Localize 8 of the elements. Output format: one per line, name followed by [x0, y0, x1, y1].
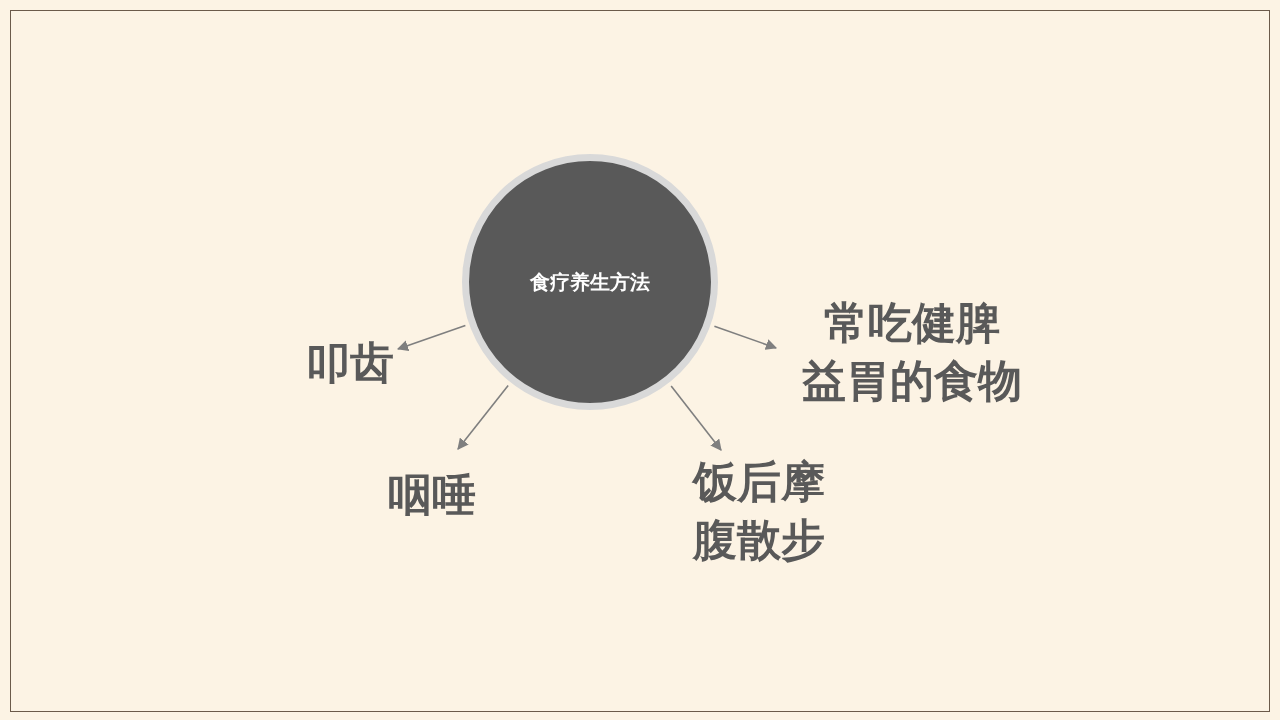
branch-text: 咽唾 — [388, 468, 476, 522]
arrow — [396, 324, 467, 351]
branch-text: 饭后摩腹散步 — [693, 455, 825, 567]
branch-text: 常吃健脾益胃的食物 — [802, 296, 1022, 408]
arrow — [670, 385, 722, 451]
arrow — [457, 384, 509, 450]
branch-text: 叩齿 — [306, 336, 394, 390]
arrow — [713, 325, 778, 350]
